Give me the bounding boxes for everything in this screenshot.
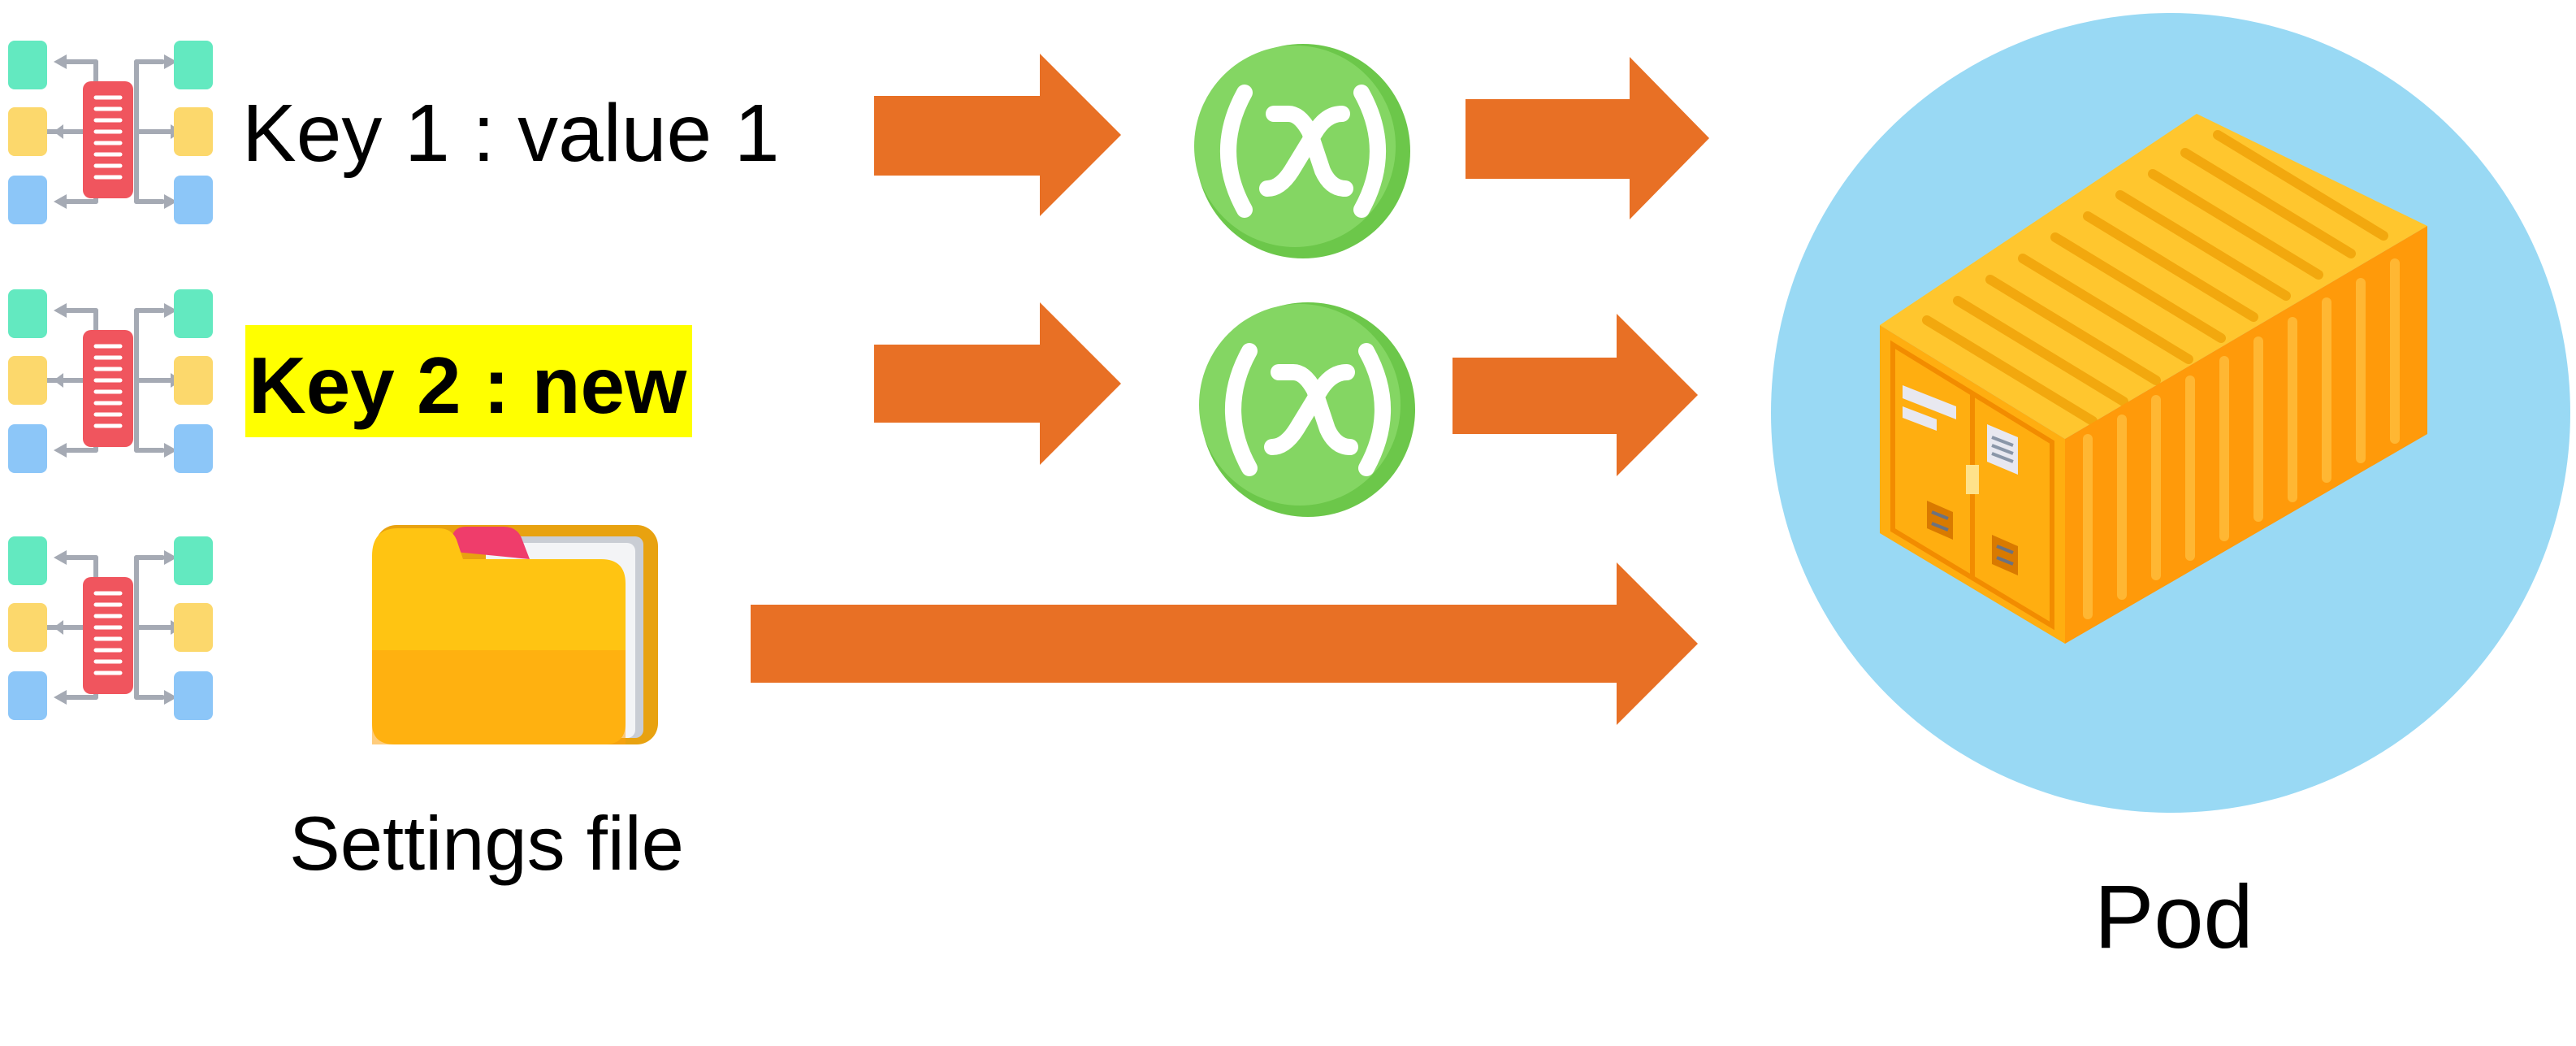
settings-file-label: Settings file bbox=[289, 801, 684, 886]
configmap-icon bbox=[8, 536, 213, 720]
arrow-to-variable-2 bbox=[874, 302, 1121, 465]
pod-label: Pod bbox=[2094, 867, 2253, 967]
arrow-to-variable-1 bbox=[874, 54, 1121, 216]
arrow-settings-to-pod bbox=[751, 562, 1698, 725]
variable-icon bbox=[1194, 44, 1410, 258]
configmap-icon bbox=[8, 289, 213, 473]
container-icon bbox=[1880, 114, 2427, 644]
folder-icon bbox=[372, 525, 658, 744]
arrow-from-variable-1 bbox=[1466, 57, 1709, 219]
key-value-label-1: Key 1 : value 1 bbox=[242, 88, 780, 179]
variable-icon bbox=[1199, 302, 1415, 517]
configmap-icon bbox=[8, 41, 213, 224]
highlight-box bbox=[245, 325, 692, 437]
arrow-from-variable-2 bbox=[1453, 314, 1698, 476]
key-value-label-2: Key 2 : new bbox=[249, 341, 687, 430]
